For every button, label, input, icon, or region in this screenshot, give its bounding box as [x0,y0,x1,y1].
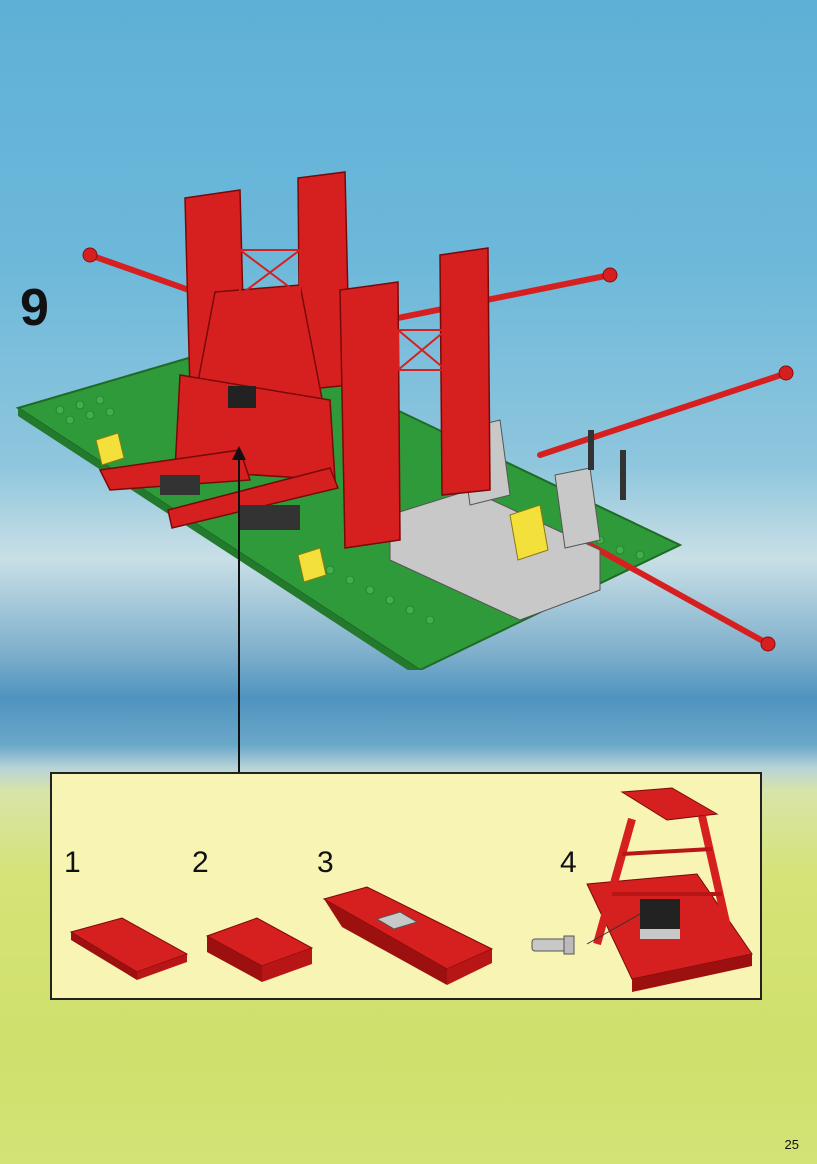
page-number: 25 [784,1137,799,1152]
black-brick [640,899,680,929]
subassembly-panel: 1 2 3 4 [50,772,762,1000]
substep-1-plate [69,917,189,980]
substep-3-wedge [322,886,494,985]
yellow-tile-left [95,432,125,466]
step-number: 9 [20,279,49,337]
grey-tile [375,911,419,930]
substep-4-number: 4 [560,846,577,879]
yellow-seat [509,504,549,561]
grey-axle-pin-icon [531,935,575,955]
tower-front-right [439,247,491,496]
yellow-tile-front [297,547,327,583]
substep-2-number: 2 [192,846,209,879]
substep-3-number: 3 [317,846,334,879]
substep-2-brick [205,917,314,982]
black-brick [228,386,256,408]
main-model-illustration [15,171,794,670]
tower-front-left [339,281,401,549]
substep-4-crane [531,787,753,992]
substep-1-number: 1 [64,846,81,879]
callout-line [238,452,240,774]
